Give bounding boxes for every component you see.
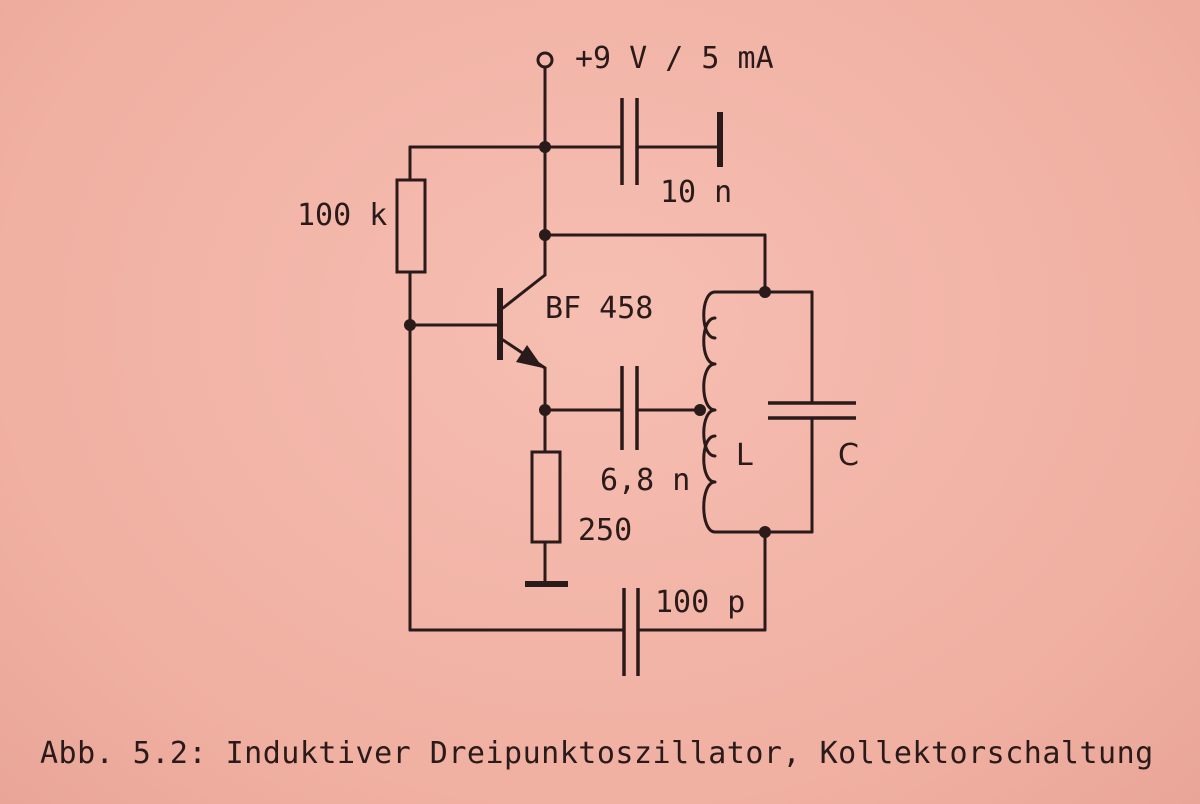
bias-resistor-label: 100 k	[297, 198, 387, 233]
figure-caption: Abb. 5.2: Induktiver Dreipunktoszillator…	[40, 736, 1154, 771]
bypass-cap-label: 10 n	[660, 175, 732, 210]
supply-terminal	[536, 51, 554, 69]
feedback-capacitor	[622, 588, 640, 676]
bias-resistor	[395, 178, 427, 274]
coupling-capacitor	[620, 366, 639, 450]
emitter-resistor	[530, 450, 562, 544]
circuit-schematic: +9 V / 5 mA 10 n 100 k BF 458 6,8 n 250 …	[297, 41, 859, 676]
emitter-arrow-icon	[516, 345, 543, 368]
tank-capacitor	[768, 401, 856, 420]
feedback-cap-label: 100 p	[655, 585, 745, 620]
inductor-coil	[702, 290, 717, 534]
emitter-resistor-label: 250	[578, 513, 632, 548]
transistor-label: BF 458	[545, 291, 653, 326]
supply-label: +9 V / 5 mA	[575, 41, 774, 76]
capacitor-label: C	[838, 438, 859, 473]
junction-dots	[404, 141, 771, 538]
bypass-capacitor	[620, 98, 639, 185]
inductor-label: L	[736, 438, 753, 473]
coupling-cap-label: 6,8 n	[600, 463, 690, 498]
transistor-collector-lead	[501, 273, 547, 310]
